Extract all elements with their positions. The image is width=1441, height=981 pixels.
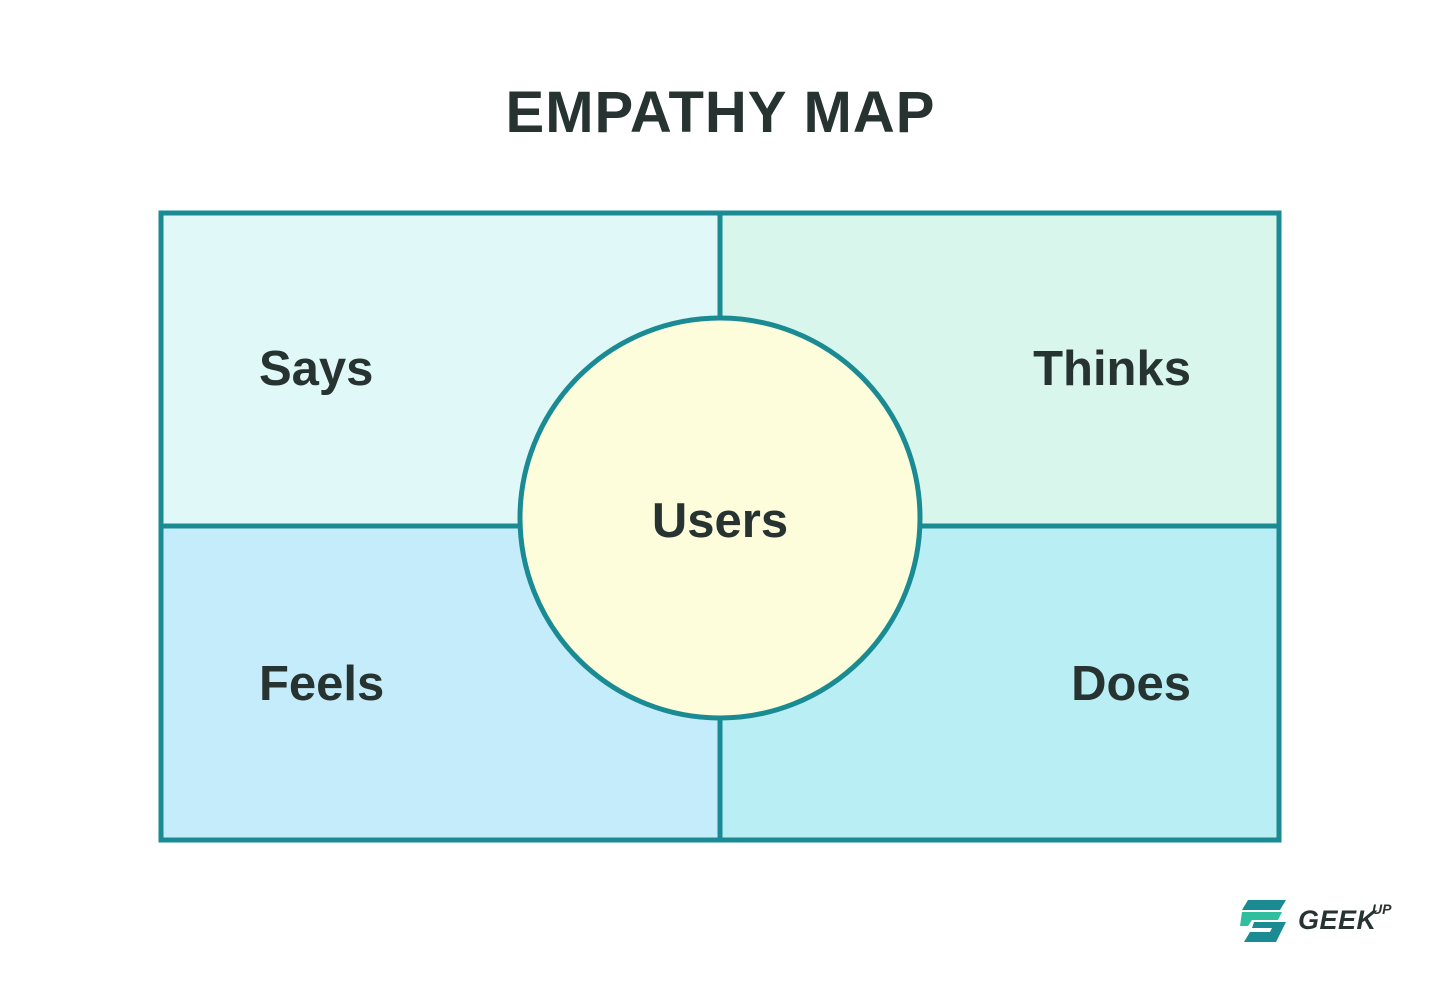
map-border — [158, 210, 1282, 843]
geekup-mark-icon — [1240, 900, 1286, 942]
logo-text: GEEK — [1298, 905, 1377, 935]
geekup-logo: GEEK UP — [1238, 898, 1408, 946]
label-does: Does — [1071, 657, 1191, 711]
label-users: Users — [651, 494, 789, 548]
logo-superscript: UP — [1372, 901, 1392, 917]
users-circle — [517, 315, 923, 721]
page-title: EMPATHY MAP — [505, 80, 936, 145]
label-says: Says — [259, 342, 374, 396]
label-feels: Feels — [259, 657, 385, 711]
label-thinks: Thinks — [1033, 342, 1191, 396]
